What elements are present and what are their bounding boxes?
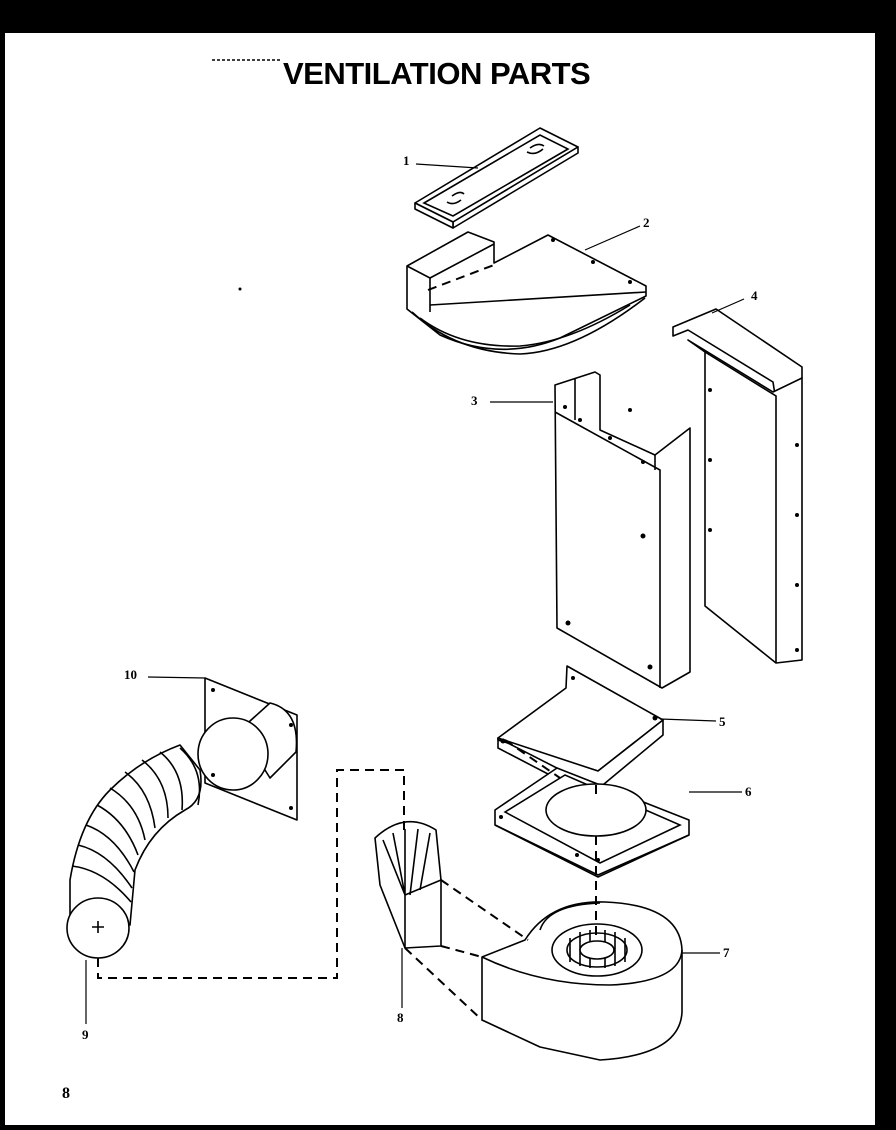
part-3-front-panel <box>554 371 691 689</box>
part-7-blower-housing <box>481 901 683 1061</box>
page-number: 8 <box>62 1085 70 1102</box>
part-9-flex-duct <box>66 744 202 959</box>
part-1-filter-plate <box>414 127 579 229</box>
callout-2: 2 <box>643 215 650 230</box>
callout-4: 4 <box>751 288 758 303</box>
page-title: VENTILATION PARTS <box>283 56 591 91</box>
callout-5: 5 <box>719 714 726 729</box>
callout-1: 1 <box>403 153 410 168</box>
part-4-back-panel <box>672 308 803 664</box>
callout-6: 6 <box>745 784 752 799</box>
part-6-collar-tray <box>494 767 690 878</box>
callout-8: 8 <box>397 1010 404 1025</box>
callout-3: 3 <box>471 393 478 408</box>
part-10-wall-plate <box>197 677 298 821</box>
callout-7: 7 <box>723 945 730 960</box>
leader-lines <box>85 163 745 1024</box>
assembly-dashed-lines <box>97 264 597 1021</box>
part-2-duct-cover <box>406 231 647 355</box>
callout-9: 9 <box>82 1027 89 1042</box>
part-8-duct-transition <box>374 820 442 949</box>
callout-10: 10 <box>124 667 137 682</box>
